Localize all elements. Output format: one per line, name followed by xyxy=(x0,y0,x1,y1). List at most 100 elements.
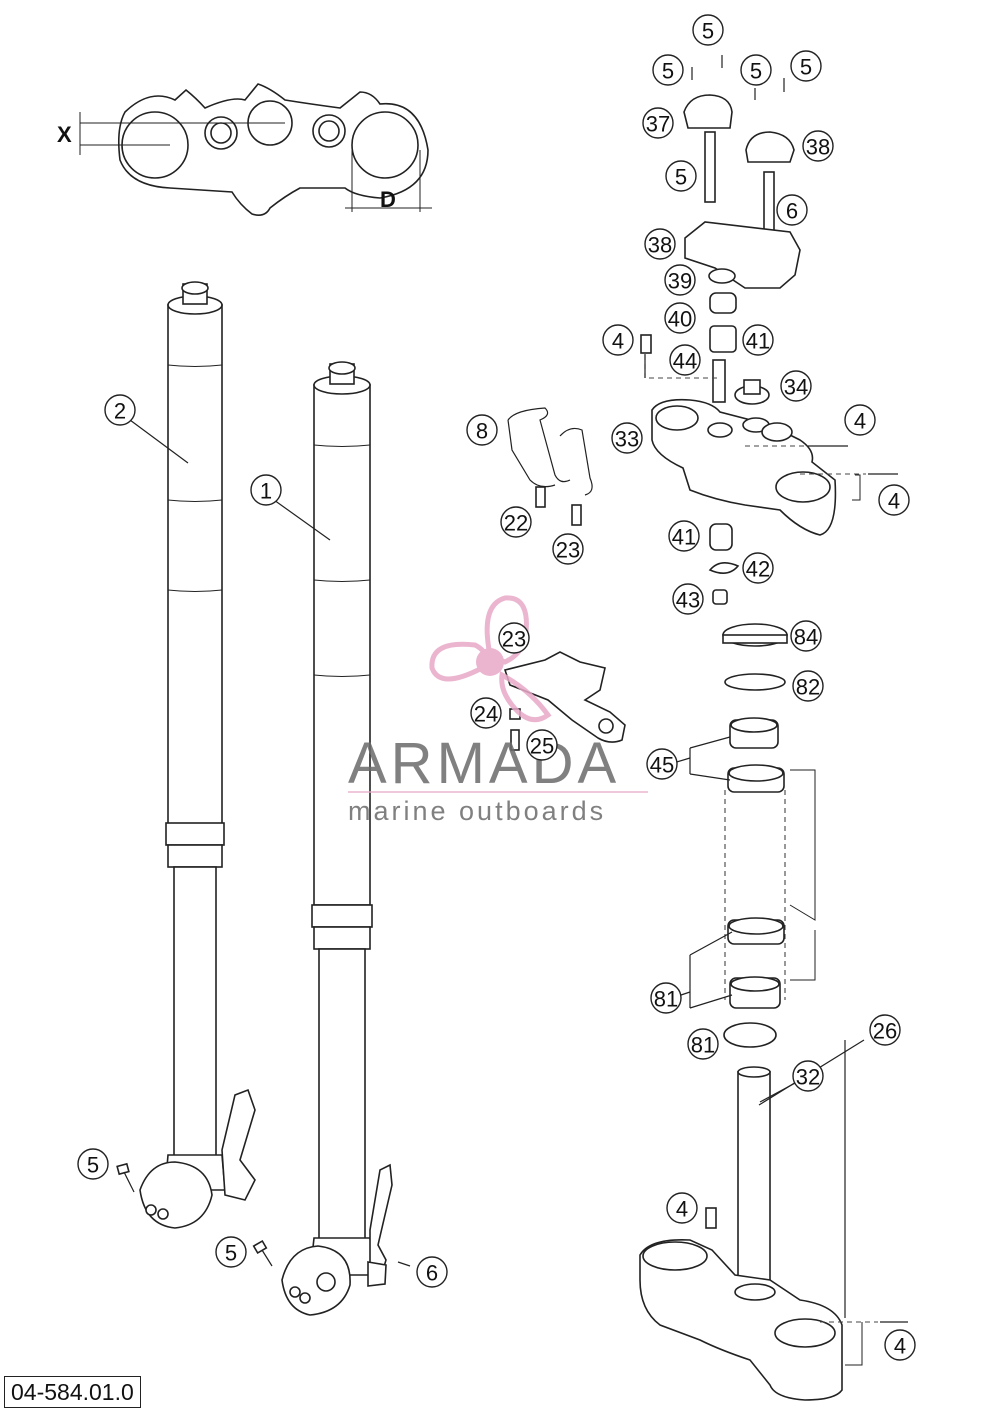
callout-5: 5 xyxy=(665,160,697,192)
callout-38: 38 xyxy=(644,228,676,260)
callout-label: 5 xyxy=(800,55,812,80)
callout-label: 81 xyxy=(654,987,678,1012)
callout-42: 42 xyxy=(742,552,774,584)
armada-watermark: ARMADA marine outboards xyxy=(348,595,648,826)
steering-bearings xyxy=(722,623,816,1048)
callout-40: 40 xyxy=(664,302,696,334)
callout-label: 45 xyxy=(650,753,674,778)
lower-triple-clamp xyxy=(639,1066,908,1401)
callout-4: 4 xyxy=(884,1329,916,1361)
watermark-tagline: marine outboards xyxy=(348,796,606,826)
callout-44: 44 xyxy=(669,344,701,376)
callout-5: 5 xyxy=(652,54,684,86)
callout-5: 5 xyxy=(215,1236,247,1268)
callout-39: 39 xyxy=(664,264,696,296)
callout-23: 23 xyxy=(552,533,584,565)
triple-clamp-top-view: X D xyxy=(57,83,432,216)
dimension-d-label: D xyxy=(380,187,396,212)
callout-25: 25 xyxy=(526,729,558,761)
callout-37: 37 xyxy=(642,107,674,139)
callout-6: 6 xyxy=(776,194,808,226)
callout-43: 43 xyxy=(672,583,704,615)
callout-45: 45 xyxy=(646,748,678,780)
callout-label: 38 xyxy=(648,233,672,258)
callout-1: 1 xyxy=(250,474,282,506)
callout-5: 5 xyxy=(77,1148,109,1180)
callout-label: 4 xyxy=(888,489,900,514)
propeller-logo xyxy=(429,595,552,723)
callout-label: 23 xyxy=(556,538,580,563)
callout-label: 2 xyxy=(114,399,126,424)
callout-23: 23 xyxy=(498,622,530,654)
callout-label: 37 xyxy=(646,112,670,137)
callout-41: 41 xyxy=(668,520,700,552)
upper-triple-clamp xyxy=(651,398,898,605)
fork-leg-right xyxy=(281,361,393,1316)
callout-label: 5 xyxy=(662,59,674,84)
callout-label: 38 xyxy=(806,135,830,160)
callout-label: 44 xyxy=(673,349,697,374)
callout-label: 33 xyxy=(615,427,639,452)
callout-4: 4 xyxy=(844,404,876,436)
callout-label: 32 xyxy=(796,1065,820,1090)
handlebar-clamp-stack xyxy=(640,55,801,405)
callout-label: 25 xyxy=(530,734,554,759)
callout-label: 43 xyxy=(676,588,700,613)
callout-label: 42 xyxy=(746,557,770,582)
callout-81: 81 xyxy=(650,982,682,1014)
callout-label: 40 xyxy=(668,307,692,332)
bracket-assembly xyxy=(503,651,626,751)
callout-label: 5 xyxy=(702,19,714,44)
callout-label: 5 xyxy=(750,59,762,84)
callout-label: 26 xyxy=(873,1019,897,1044)
callout-label: 4 xyxy=(612,329,624,354)
callout-33: 33 xyxy=(611,422,643,454)
callout-5: 5 xyxy=(740,54,772,86)
callout-26: 26 xyxy=(869,1014,901,1046)
callout-label: 84 xyxy=(794,625,818,650)
dimension-x-label: X xyxy=(57,122,72,147)
callout-label: 82 xyxy=(796,675,820,700)
callout-label: 24 xyxy=(474,702,498,727)
callout-34: 34 xyxy=(780,370,812,402)
callout-label: 4 xyxy=(854,409,866,434)
document-number: 04-584.01.0 xyxy=(4,1376,141,1408)
callout-41: 41 xyxy=(742,324,774,356)
callout-label: 5 xyxy=(675,165,687,190)
callout-label: 1 xyxy=(260,479,272,504)
callout-4: 4 xyxy=(878,484,910,516)
callout-6: 6 xyxy=(416,1256,448,1288)
callout-label: 34 xyxy=(784,375,808,400)
callout-82: 82 xyxy=(792,670,824,702)
callout-2: 2 xyxy=(104,394,136,426)
brake-line-clips xyxy=(507,407,593,526)
callout-4: 4 xyxy=(666,1192,698,1224)
callout-84: 84 xyxy=(790,620,822,652)
callout-22: 22 xyxy=(500,506,532,538)
callout-32: 32 xyxy=(792,1060,824,1092)
callout-label: 4 xyxy=(676,1197,688,1222)
callout-24: 24 xyxy=(470,697,502,729)
callout-label: 5 xyxy=(87,1153,99,1178)
callout-label: 22 xyxy=(504,511,528,536)
callout-5: 5 xyxy=(790,50,822,82)
callout-label: 6 xyxy=(786,199,798,224)
callout-4: 4 xyxy=(602,324,634,356)
callout-label: 4 xyxy=(894,1334,906,1359)
callout-38: 38 xyxy=(802,130,834,162)
callout-label: 5 xyxy=(225,1241,237,1266)
fork-leg-left xyxy=(139,281,256,1229)
callout-label: 39 xyxy=(668,269,692,294)
fork-fasteners xyxy=(116,1162,411,1267)
callout-label: 6 xyxy=(426,1261,438,1286)
callout-label: 41 xyxy=(746,329,770,354)
watermark-brand: ARMADA xyxy=(348,731,620,796)
callout-5: 5 xyxy=(692,14,724,46)
callout-label: 41 xyxy=(672,525,696,550)
callout-8: 8 xyxy=(466,414,498,446)
callout-label: 23 xyxy=(502,627,526,652)
leader-lines xyxy=(129,354,865,1318)
callout-label: 8 xyxy=(476,419,488,444)
